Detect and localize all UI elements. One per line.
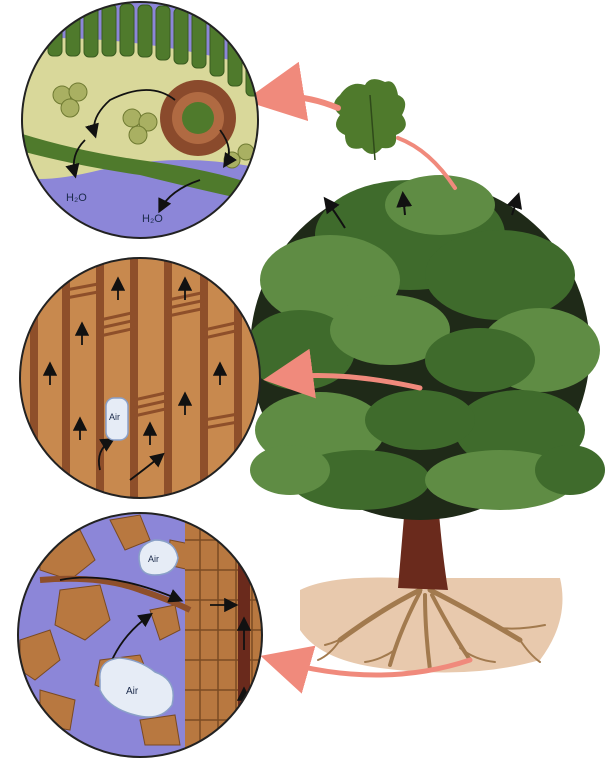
tree-canopy (245, 175, 605, 520)
leaf-cross-section-circle: H₂O H₂O (10, 2, 270, 238)
soil-air-label-1: Air (148, 554, 159, 564)
soil-air-label-2: Air (126, 686, 139, 697)
xylem-cross-section-circle: Air (20, 258, 260, 498)
tree (245, 175, 605, 673)
leaf-illustration (334, 79, 406, 160)
leaf-h2o-label-2: H₂O (142, 213, 163, 225)
xylem-air-label: Air (109, 412, 120, 422)
soil-root-cross-section-circle: Air Air (18, 510, 265, 764)
arrow-leaf-to-circle (262, 96, 338, 108)
leaf-h2o-label-1: H₂O (66, 192, 87, 204)
